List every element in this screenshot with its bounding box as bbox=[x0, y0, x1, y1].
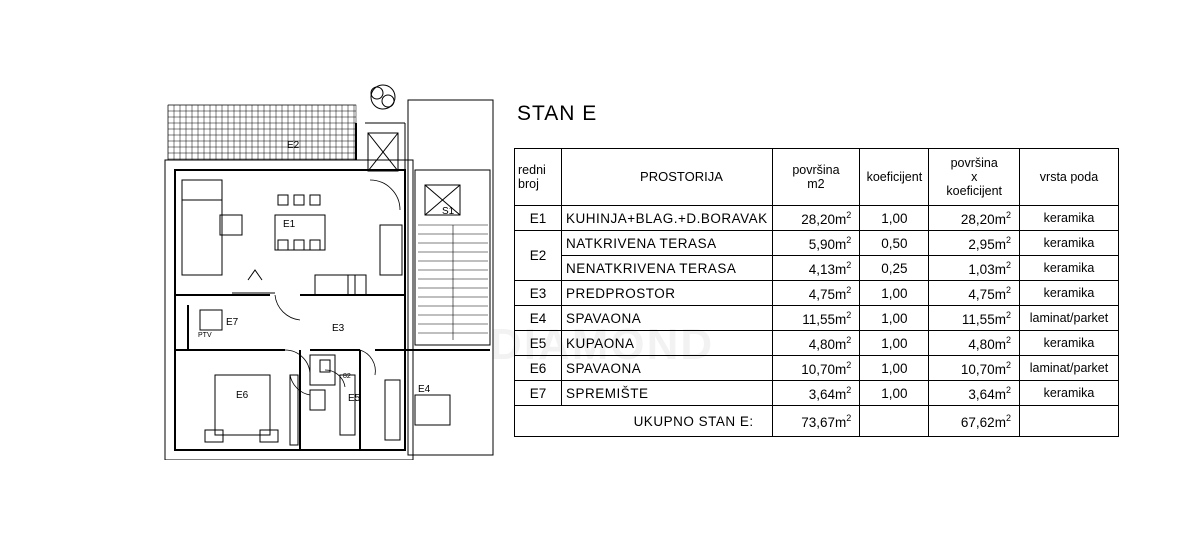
door-swings bbox=[274, 179, 401, 396]
shafts bbox=[367, 132, 461, 216]
room-area: 4,13m2 bbox=[771, 255, 861, 281]
header-room: PROSTORIJA bbox=[561, 148, 773, 206]
room-area: 10,70m2 bbox=[771, 355, 861, 381]
total-label: UKUPNO STAN E: bbox=[514, 405, 773, 437]
room-weighted-area: 2,95m2 bbox=[928, 230, 1020, 256]
row-number: E5 bbox=[513, 330, 563, 356]
room-weighted-area: 4,80m2 bbox=[928, 330, 1020, 356]
room-coefficient: 0,25 bbox=[859, 255, 930, 281]
room-name: SPREMIŠTE bbox=[561, 380, 773, 406]
room-weighted-area: 1,03m2 bbox=[928, 255, 1020, 281]
room-weighted-area: 4,75m2 bbox=[928, 280, 1020, 306]
room-label-e1: E1 bbox=[283, 219, 296, 230]
room-coefficient: 1,00 bbox=[859, 305, 930, 331]
room-label-e5: E5 bbox=[348, 393, 361, 404]
room-weighted-area: 3,64m2 bbox=[928, 380, 1020, 406]
room-label-e7: E7 bbox=[226, 317, 239, 328]
row-number: E7 bbox=[513, 380, 563, 406]
room-floor-type: keramika bbox=[1018, 280, 1120, 306]
header-floor-type: vrsta poda bbox=[1018, 148, 1120, 206]
room-area: 11,55m2 bbox=[771, 305, 861, 331]
room-name: SPAVAONA bbox=[561, 355, 773, 381]
room-name: SPAVAONA bbox=[561, 305, 773, 331]
total-row: UKUPNO STAN E:73,67m2 67,62m2 bbox=[514, 405, 1120, 437]
room-name: NENATKRIVENA TERASA bbox=[561, 255, 773, 281]
room-coefficient: 0,50 bbox=[859, 230, 930, 256]
room-floor-type: keramika bbox=[1018, 255, 1120, 281]
room-floor-type: keramika bbox=[1018, 330, 1120, 356]
room-label-s1: S1 bbox=[442, 206, 455, 217]
room-coefficient: 1,00 bbox=[859, 380, 930, 406]
row-number: E1 bbox=[513, 205, 563, 231]
room-area: 4,75m2 bbox=[771, 280, 861, 306]
room-label-e3: E3 bbox=[332, 323, 345, 334]
room-name: PREDPROSTOR bbox=[561, 280, 773, 306]
terrace-hatch bbox=[167, 104, 357, 161]
row-number: E3 bbox=[513, 280, 563, 306]
tree-symbol bbox=[370, 84, 396, 110]
row-number: E2 bbox=[513, 230, 563, 281]
dimension-label: 82 bbox=[343, 373, 351, 380]
room-floor-type: keramika bbox=[1018, 230, 1120, 256]
room-label-e4: E4 bbox=[418, 384, 431, 395]
room-name: KUHINJA+BLAG.+D.BORAVAK bbox=[561, 205, 773, 231]
stairs bbox=[418, 224, 488, 340]
floor-plan: E2 E1 E3 E4 E5 E6 E7 S1 PTV 82 bbox=[160, 75, 500, 460]
apartment-title: STAN E bbox=[517, 102, 598, 125]
row-number: E4 bbox=[513, 305, 563, 331]
room-area-table: redni broj PROSTORIJA površina m2 koefic… bbox=[513, 148, 1120, 437]
room-area: 3,64m2 bbox=[771, 380, 861, 406]
room-area: 28,20m2 bbox=[771, 205, 861, 231]
room-coefficient: 1,00 bbox=[859, 280, 930, 306]
room-area: 5,90m2 bbox=[771, 230, 861, 256]
room-label-e2: E2 bbox=[287, 140, 300, 151]
room-area: 4,80m2 bbox=[771, 330, 861, 356]
row-number: E6 bbox=[513, 355, 563, 381]
room-weighted-area: 11,55m2 bbox=[928, 305, 1020, 331]
header-number: redni broj bbox=[513, 148, 563, 206]
header-area-times-coefficient: površina x koeficijent bbox=[928, 148, 1020, 206]
room-name: KUPAONA bbox=[561, 330, 773, 356]
ptv-label: PTV bbox=[198, 332, 212, 339]
total-weighted-area: 67,62m2 bbox=[928, 405, 1020, 437]
room-weighted-area: 10,70m2 bbox=[928, 355, 1020, 381]
room-floor-type: keramika bbox=[1018, 380, 1120, 406]
room-weighted-area: 28,20m2 bbox=[928, 205, 1020, 231]
living-furniture bbox=[181, 179, 403, 296]
table-header-row: redni broj PROSTORIJA površina m2 koefic… bbox=[513, 148, 1120, 206]
room-coefficient: 1,00 bbox=[859, 355, 930, 381]
room-floor-type: keramika bbox=[1018, 205, 1120, 231]
floor-plan-drawing: E2 E1 E3 E4 E5 E6 E7 S1 PTV 82 bbox=[164, 84, 494, 460]
room-coefficient: 1,00 bbox=[859, 205, 930, 231]
room-name: NATKRIVENA TERASA bbox=[561, 230, 773, 256]
room-floor-type: laminat/parket bbox=[1018, 355, 1120, 381]
room-label-e6: E6 bbox=[236, 390, 249, 401]
total-empty-floor bbox=[1018, 405, 1120, 437]
total-area: 73,67m2 bbox=[771, 405, 861, 437]
header-coefficient: koeficijent bbox=[859, 148, 930, 206]
room-coefficient: 1,00 bbox=[859, 330, 930, 356]
header-area: površina m2 bbox=[771, 148, 861, 206]
bedroom-furniture bbox=[199, 309, 451, 446]
total-empty-coef bbox=[859, 405, 930, 437]
outer-walls bbox=[164, 99, 494, 460]
room-floor-type: laminat/parket bbox=[1018, 305, 1120, 331]
